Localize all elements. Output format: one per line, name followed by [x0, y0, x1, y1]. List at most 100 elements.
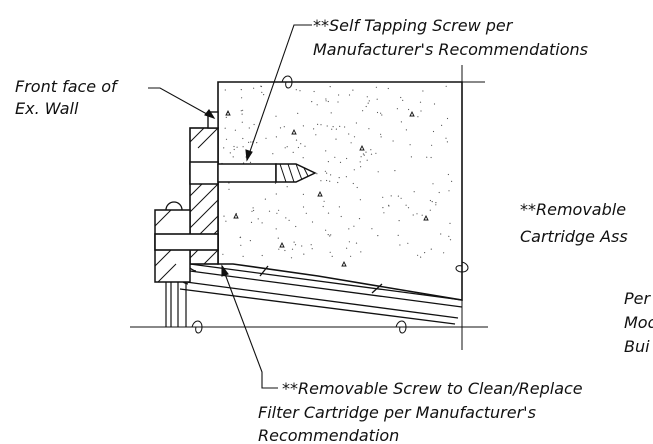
stipple-dot [370, 153, 373, 155]
stipple-dot [348, 94, 351, 96]
stipple-dot [405, 204, 407, 206]
stipple-dot [335, 138, 337, 140]
stipple-dot [424, 252, 426, 254]
stipple-dot [264, 198, 266, 200]
stipple-dot [257, 218, 259, 220]
stipple-dot [242, 146, 244, 148]
stipple-dot [346, 157, 348, 160]
break-symbol-bottom-right [395, 320, 407, 334]
stipple-dot [353, 225, 355, 227]
stipple-dot [402, 99, 404, 101]
stipple-dot [352, 182, 354, 185]
extension-lines [130, 65, 488, 350]
leader-lines [148, 24, 312, 389]
stipple-dot [295, 139, 298, 141]
stipple-dot [313, 128, 315, 130]
stipple-dot [225, 220, 227, 222]
stipple-dot [438, 191, 440, 194]
stipple-dot [292, 151, 294, 153]
stipple-dot [387, 87, 389, 90]
stipple-dot [268, 210, 271, 212]
stipple-dot [283, 126, 285, 128]
stipple-dot [446, 117, 449, 120]
stipple-dot [407, 207, 410, 209]
stipple-dot [365, 105, 367, 108]
stipple-dot [279, 127, 282, 129]
stipple-dot [284, 147, 286, 149]
stipple-dot [223, 215, 225, 217]
label-removable-screw: **Removable Screw to Clean/Replace Filte… [258, 379, 583, 444]
stipple-dot [432, 130, 435, 133]
stipple-dot [261, 222, 263, 224]
stipple-dot [400, 121, 402, 123]
stipple-dot [346, 247, 348, 249]
stipple-dot [400, 197, 402, 199]
stipple-dot [302, 193, 304, 195]
label-perf-line1: Per [624, 289, 651, 308]
stipple-dot [299, 90, 301, 92]
stipple-dot [275, 115, 277, 117]
stipple-dot [325, 150, 327, 152]
stipple-dot [447, 173, 449, 176]
stipple-dot [295, 89, 297, 91]
stipple-dot [388, 204, 390, 206]
stipple-dot [234, 129, 236, 131]
stipple-dot [331, 255, 333, 257]
label-front-line1: Front face of [15, 77, 119, 96]
stipple-dot [326, 179, 328, 182]
stipple-dot [330, 234, 332, 236]
stipple-dot [348, 228, 350, 230]
stipple-dot [358, 218, 361, 220]
stipple-dot [448, 235, 450, 237]
stipple-dot [288, 219, 290, 221]
stipple-dot [380, 136, 382, 138]
stipple-dot [350, 142, 352, 144]
stipple-dot [329, 235, 331, 237]
stipple-dot [225, 116, 227, 118]
stipple-dot [422, 90, 424, 92]
label-cartridge: **Removable Cartridge Ass [520, 200, 628, 246]
stipple-dot [276, 212, 278, 214]
stipple-dot [313, 90, 315, 93]
stipple-dot [337, 181, 339, 184]
stipple-dot [360, 156, 362, 158]
stipple-dot [329, 180, 331, 182]
stipple-dot [396, 108, 398, 110]
stipple-dot [302, 206, 305, 208]
stipple-dot [240, 89, 242, 91]
stipple-dot [413, 191, 415, 193]
label-perf-line2: Mod [624, 313, 653, 332]
stipple-dot [445, 137, 447, 139]
stipple-dot [430, 248, 432, 250]
stipple-dot [327, 100, 329, 103]
stipple-dot [222, 253, 224, 255]
stipple-dot [251, 210, 253, 212]
stipple-dot [236, 146, 238, 148]
stipple-dot [300, 143, 302, 145]
stipple-dot [360, 166, 362, 168]
stipple-dot [241, 121, 243, 123]
stipple-dot [240, 110, 242, 112]
stipple-dot [446, 141, 448, 143]
stipple-dot [448, 190, 450, 192]
stipple-dot [253, 123, 255, 126]
stipple-dot [399, 244, 401, 246]
stipple-dot [311, 221, 314, 223]
label-cartridge-line2: Cartridge Ass [520, 227, 628, 246]
lower-removable-screw [154, 233, 219, 251]
stipple-dot [431, 201, 433, 203]
stipple-dot [286, 146, 288, 148]
stipple-dot [303, 253, 305, 255]
stipple-dot [420, 256, 422, 258]
stipple-dot [429, 209, 431, 211]
stipple-dot [325, 100, 327, 102]
stipple-dot [233, 145, 235, 148]
stipple-dot [363, 154, 365, 156]
stipple-dot [311, 101, 313, 103]
stipple-dot [355, 242, 358, 244]
stipple-dot [433, 103, 436, 105]
stipple-dot [382, 207, 384, 209]
stipple-dot [451, 180, 453, 182]
stipple-dot [390, 195, 392, 197]
stipple-dot [330, 112, 332, 114]
